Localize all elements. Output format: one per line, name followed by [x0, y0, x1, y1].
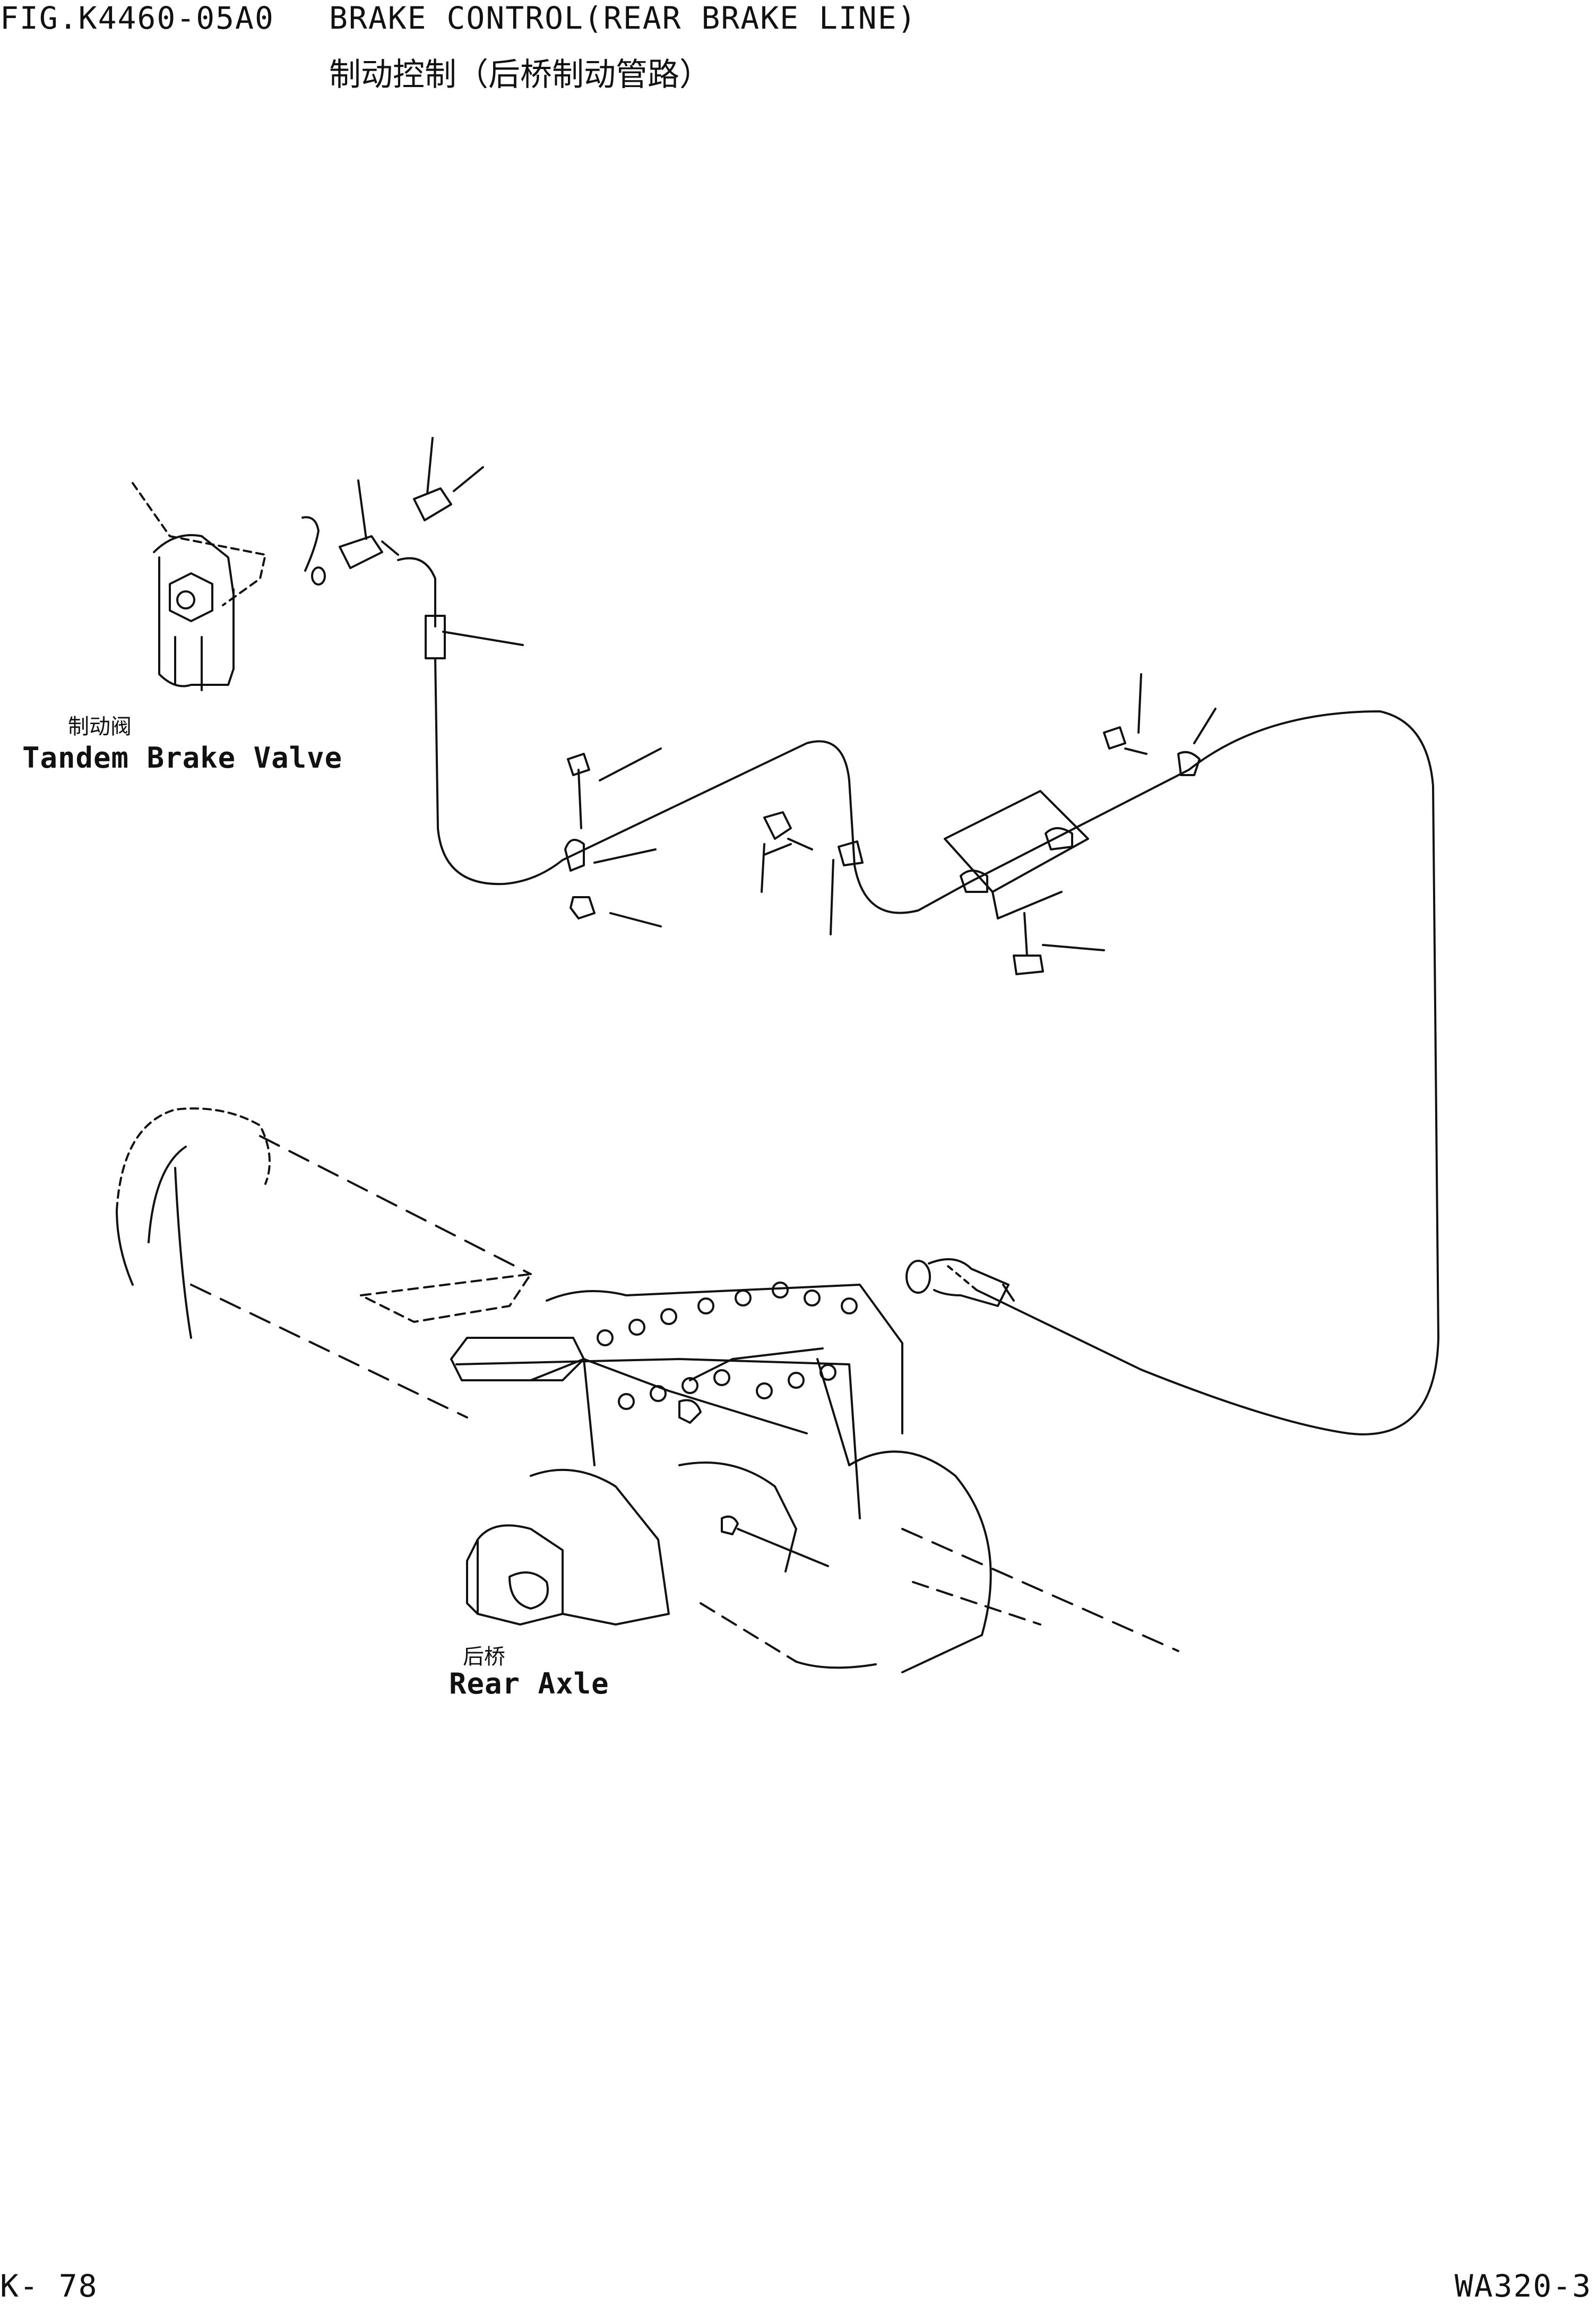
- clamp-bolt-group-2: [761, 811, 864, 935]
- rear-axle-label-en: Rear Axle: [449, 1667, 609, 1700]
- figure-title-cn: 制动控制（后桥制动管路）: [329, 56, 711, 93]
- valve-fittings: [301, 437, 524, 659]
- tandem-brake-valve: [132, 482, 266, 691]
- page-number: K- 78: [0, 2268, 98, 2304]
- clamp-bracket: [944, 790, 1105, 975]
- clamp-bolt-group-1: [564, 747, 662, 927]
- model-number: WA320-3: [1454, 2268, 1592, 2304]
- rear-axle: [116, 1107, 1179, 1673]
- figure-number: FIG.K4460-05A0: [0, 0, 274, 36]
- clamp-bolt-group-3: [1103, 673, 1217, 776]
- brake-valve-label-cn: 制动阀: [68, 715, 132, 739]
- brake-valve-label-en: Tandem Brake Valve: [22, 741, 343, 775]
- figure-title-en: BRAKE CONTROL(REAR BRAKE LINE): [329, 0, 917, 36]
- brake-tube: [434, 657, 1439, 1435]
- axle-elbow-fitting: [905, 1258, 1015, 1307]
- rear-axle-label-cn: 后桥: [463, 1645, 505, 1669]
